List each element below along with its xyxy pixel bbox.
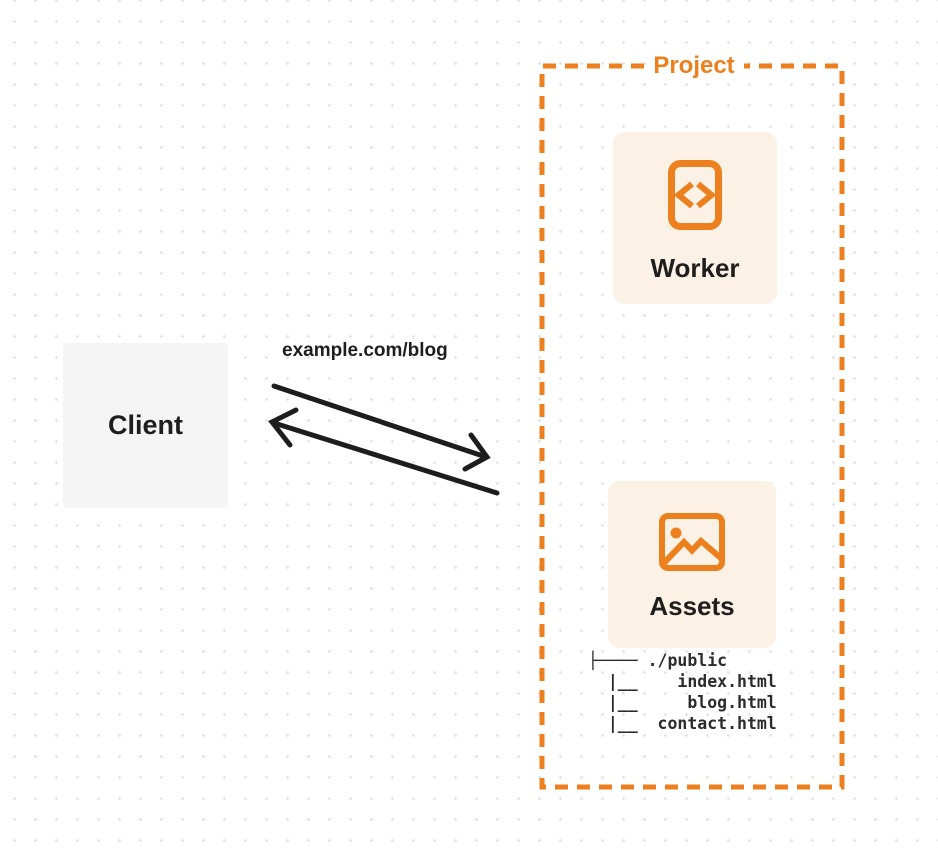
request-arrow [271,383,491,472]
code-file-icon [668,159,722,230]
client-label: Client [107,410,183,440]
assets-node: Assets [608,481,776,648]
worker-label: Worker [650,252,740,283]
request-url-label: example.com/blog [282,340,448,361]
worker-node: Worker [613,132,777,304]
response-arrow [268,407,500,496]
project-boundary [539,63,845,790]
project-title: Project [653,52,735,79]
image-icon [659,512,725,571]
client-node: Client [63,343,228,508]
assets-label: Assets [649,590,735,621]
assets-file-tree: ├──── ./public |__ index.html |__ blog.h… [588,651,777,733]
